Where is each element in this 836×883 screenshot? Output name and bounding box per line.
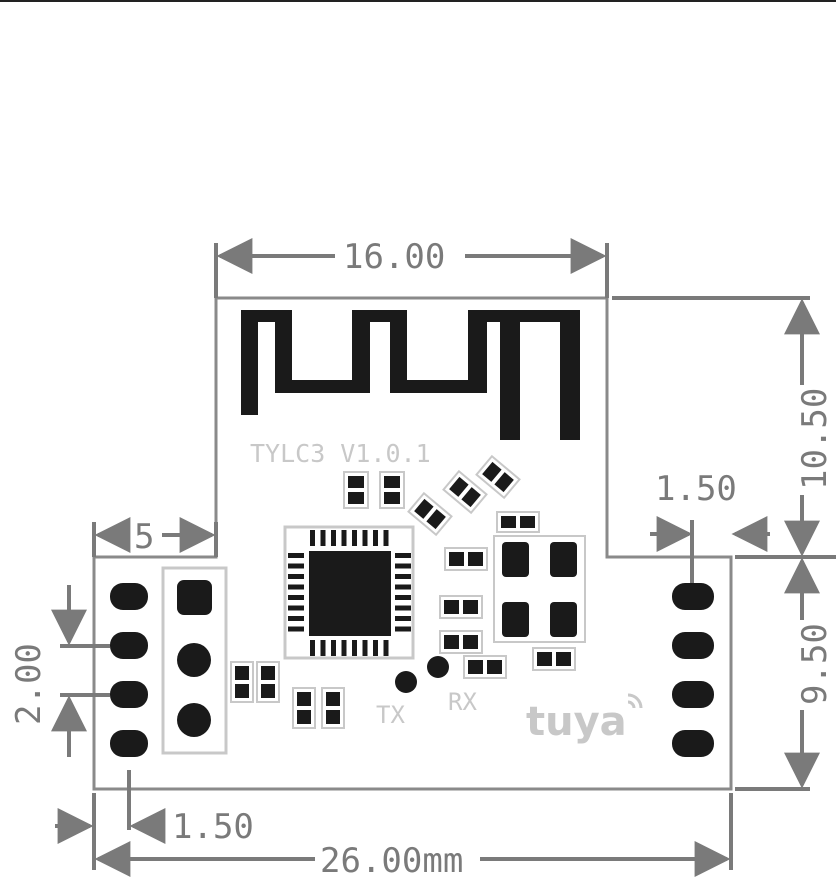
chip-pin — [310, 530, 315, 546]
chip-pin — [352, 640, 357, 656]
chip-pin — [373, 640, 378, 656]
chip-pin — [288, 553, 304, 558]
chip-pin — [288, 606, 304, 611]
chip-pin — [321, 530, 326, 546]
tx-test-point — [395, 671, 417, 693]
chip-pin — [352, 530, 357, 546]
rx-label: RX — [448, 688, 477, 716]
rx-test-point — [427, 656, 449, 678]
chip-pin — [363, 530, 368, 546]
chip-pin — [373, 530, 378, 546]
chip-pin — [288, 616, 304, 621]
chip-pin — [395, 553, 411, 558]
chip-pin — [384, 640, 389, 656]
chip-pin — [288, 574, 304, 579]
dim-pin-pitch: 2.00 — [9, 643, 49, 725]
chip-pin — [342, 530, 347, 546]
chip-pin — [288, 564, 304, 569]
chip-pin — [321, 640, 326, 656]
chip-pin — [395, 574, 411, 579]
chip-pin — [310, 640, 315, 656]
chip-pin — [288, 627, 304, 632]
chip-pin — [288, 585, 304, 590]
chip-pin — [384, 530, 389, 546]
dim-right-upper-height: 10.50 — [795, 388, 835, 490]
board-label: TYLC3 V1.0.1 — [250, 439, 431, 468]
chip-pin — [395, 627, 411, 632]
chip-pin — [331, 530, 336, 546]
chip-pin — [342, 640, 347, 656]
tx-label: TX — [376, 701, 405, 729]
chip-pin — [395, 616, 411, 621]
chip-pin — [288, 595, 304, 600]
chip-pin — [395, 595, 411, 600]
dim-top-width: 16.00 — [343, 237, 445, 277]
svg-text:tuya: tuya — [526, 699, 627, 745]
dim-left-pin-edge: 1.50 — [172, 807, 254, 847]
dim-left-offset: 5 — [134, 517, 154, 557]
chip-pin — [363, 640, 368, 656]
dim-total-width: 26.00mm — [320, 841, 463, 881]
dim-right-lower-height: 9.50 — [795, 623, 835, 705]
brand-logo: tuya — [526, 695, 641, 745]
chip-pin — [395, 564, 411, 569]
dim-right-pin-edge: 1.50 — [655, 469, 737, 509]
chip-pin — [331, 640, 336, 656]
chip-pin — [395, 585, 411, 590]
chip-pin — [395, 606, 411, 611]
